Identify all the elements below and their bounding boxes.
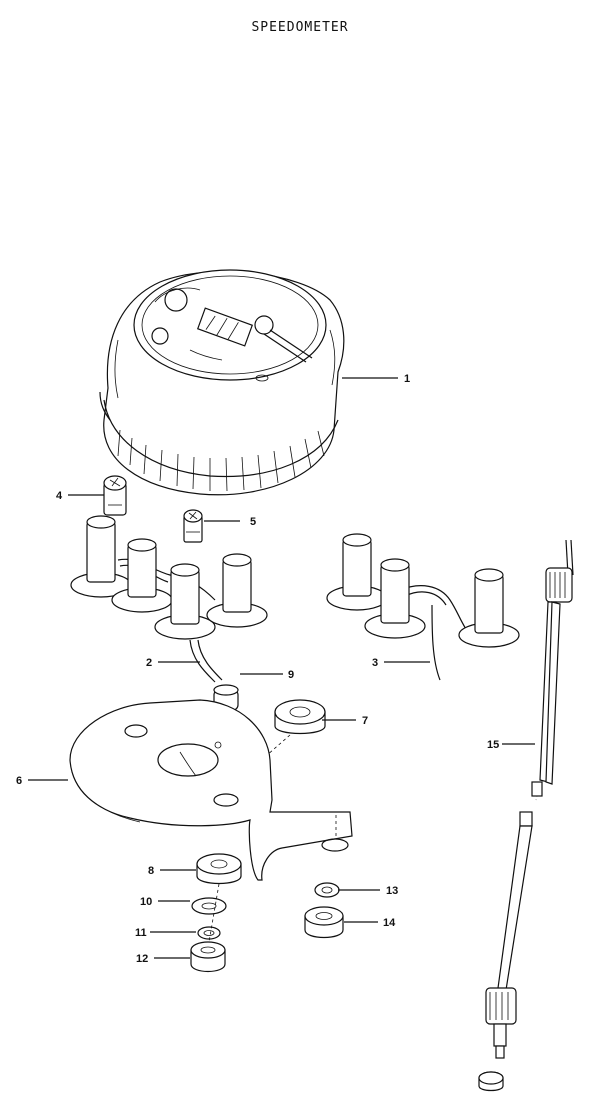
callout-8: 8: [148, 865, 154, 877]
lock-washer-right-part: [314, 882, 340, 898]
callout-9: 9: [288, 669, 294, 681]
page-title: SPEEDOMETER: [251, 20, 349, 35]
rubber-cushion-part: [196, 853, 242, 885]
callout-14: 14: [383, 917, 396, 929]
callout-12: 12: [136, 953, 148, 965]
lock-washer-left-part: [197, 926, 221, 940]
mounting-bracket-part: [69, 699, 353, 881]
bulb-small-part: [183, 509, 203, 543]
speedometer-unit: [99, 269, 345, 496]
callout-3: 3: [372, 657, 378, 669]
socket-cluster-right-part: [326, 533, 520, 681]
bulb-large-part: [103, 475, 127, 516]
callout-labels: 1 2 3 4 5 6 7 8 9 10 11 12 13 14 15: [16, 373, 499, 965]
callout-5: 5: [250, 516, 256, 528]
socket-cluster-left-part: [70, 515, 268, 683]
callout-11: 11: [135, 927, 147, 939]
nut-left-part: [190, 941, 226, 973]
grommet-part: [249, 699, 326, 771]
callout-1: 1: [404, 373, 410, 385]
callout-10: 10: [140, 896, 152, 908]
callout-2: 2: [146, 657, 152, 669]
callout-15: 15: [487, 739, 499, 751]
callout-4: 4: [56, 490, 63, 502]
nut-right-part: [304, 906, 344, 939]
callout-7: 7: [362, 715, 368, 727]
washer-part: [191, 897, 227, 915]
speedometer-cable-part: [478, 539, 574, 1092]
callout-13: 13: [386, 885, 398, 897]
callout-6: 6: [16, 775, 22, 787]
leader-lines: [28, 377, 535, 959]
